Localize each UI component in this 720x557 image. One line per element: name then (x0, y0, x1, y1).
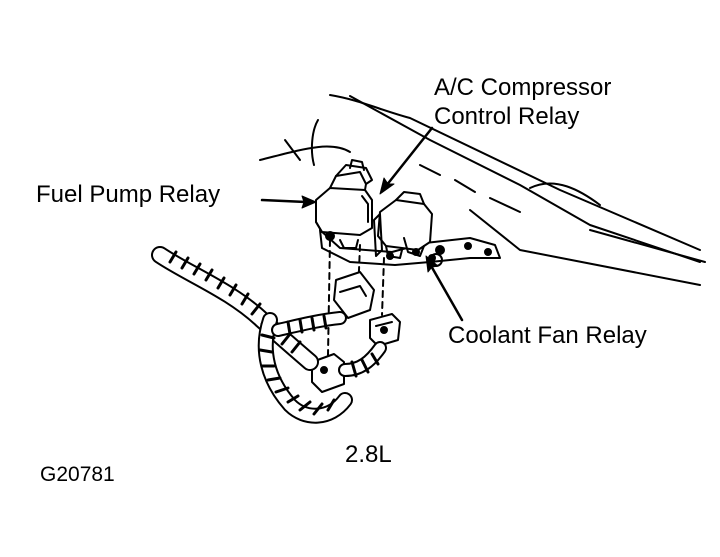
ac-relay-label-line-1: A/C Compressor (434, 74, 612, 101)
engine-label: 2.8L (345, 441, 392, 468)
ac-relay-body (377, 191, 433, 260)
wiring-harness (151, 246, 387, 424)
ac-relay-label-line-2: Control Relay (434, 103, 580, 130)
fuel-pump-relay-body (315, 159, 373, 249)
relay-bracket (319, 229, 501, 267)
coolant-fan-relay-label: Coolant Fan Relay (448, 322, 647, 349)
leader-arrows (260, 126, 464, 322)
fuel-pump-relay-label: Fuel Pump Relay (36, 181, 221, 208)
body-panel-outline (259, 94, 706, 286)
coolant-fan-relay-body (373, 213, 383, 257)
alignment-lines (327, 239, 385, 356)
connectors (311, 271, 401, 393)
figure-id-label: G20781 (40, 463, 115, 486)
